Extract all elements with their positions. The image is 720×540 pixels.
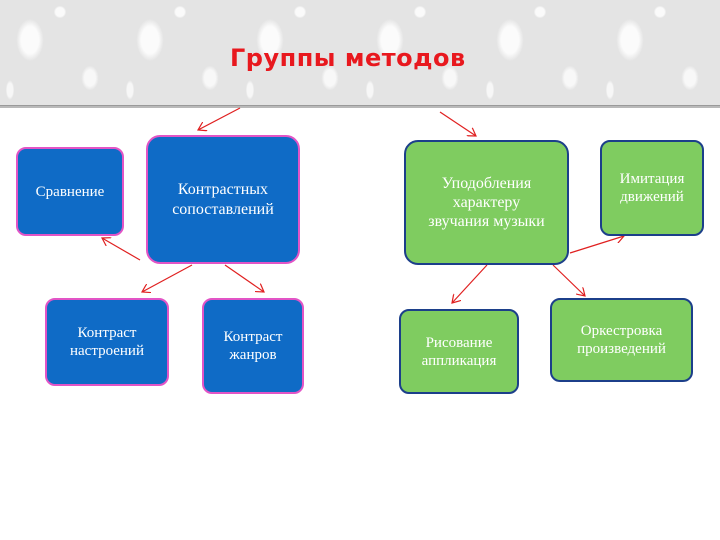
arrow-main-to-mood (142, 264, 193, 292)
drawing-applique-label: Рисование аппликация (421, 334, 497, 369)
sound-likeness-label: Уподобления характеру звучания музыки (428, 174, 545, 231)
mood-contrast-box: Контраст настроений (45, 298, 169, 386)
genre-contrast-box: Контраст жанров (202, 298, 304, 394)
contrast-comparisons-box: Контрастных сопоставлений (146, 135, 300, 264)
comparison-label: Сравнение (35, 183, 105, 200)
drawing-applique-box: Рисование аппликация (399, 309, 519, 394)
arrow-main-to-imitation (569, 236, 624, 254)
page-title: Группы методов (230, 44, 466, 72)
header-banner (0, 0, 720, 108)
arrow-main-to-comparison (102, 238, 141, 261)
mood-contrast-label: Контраст настроений (69, 325, 144, 359)
arrow-title-to-left-group (198, 107, 241, 130)
arrow-main-to-genre (224, 264, 264, 292)
orchestration-box: Оркестровка произведений (550, 298, 693, 382)
comparison-box: Сравнение (16, 147, 124, 236)
movement-imitation-label: Имитация движений (619, 171, 685, 205)
contrast-comparisons-label: Контрастных сопоставлений (172, 181, 274, 218)
movement-imitation-box: Имитация движений (600, 140, 704, 236)
arrow-main-to-orchestration (552, 264, 585, 296)
genre-contrast-label: Контраст жанров (223, 329, 283, 363)
orchestration-label: Оркестровка произведений (577, 323, 666, 357)
sound-likeness-box: Уподобления характеру звучания музыки (404, 140, 569, 265)
arrow-title-to-right-group (439, 111, 476, 136)
arrow-main-to-drawing (452, 264, 488, 303)
